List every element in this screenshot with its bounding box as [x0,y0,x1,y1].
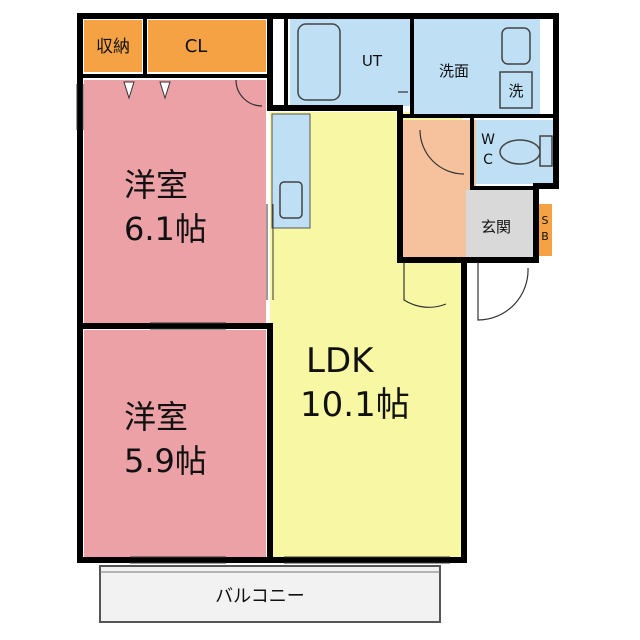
toilet-icon [499,139,541,165]
sb-s-label: S [542,214,549,227]
bathtub-icon [297,23,341,101]
ldk-name: LDK [306,341,375,381]
hall-area [402,120,476,258]
sink-icon [279,181,303,219]
entrance-area [466,190,536,258]
room1-size: 6.1帖 [124,210,207,248]
closet-label: CL [185,36,208,57]
entrance-label: 玄関 [481,218,511,236]
storage-label: 収納 [96,37,130,57]
bedroom-2 [84,330,266,560]
doors [235,79,529,321]
walls [77,13,559,563]
shoe-box [538,204,552,256]
storage-room [84,20,142,72]
room2-name: 洋室 [124,398,188,436]
washroom-label: 洗面 [439,62,469,80]
balcony-area [99,565,441,623]
windows [76,84,450,564]
ut-label: UT [362,52,383,70]
sb-b-label: B [541,230,549,243]
washer-space [499,71,533,109]
room1-name: 洋室 [124,166,188,204]
closet-door-marks [123,81,171,100]
wc-c-label: C [483,152,493,168]
wc-w-label: W [481,132,495,148]
washbasin-icon [501,27,531,65]
room2-size: 5.9帖 [124,442,207,480]
toilet-tank-icon [539,135,553,167]
closet-room [148,20,266,72]
washer-label: 洗 [508,82,523,100]
bedroom-1 [84,80,266,324]
ldk-size: 10.1帖 [300,385,410,425]
balcony-label: バルコニー [215,586,305,607]
